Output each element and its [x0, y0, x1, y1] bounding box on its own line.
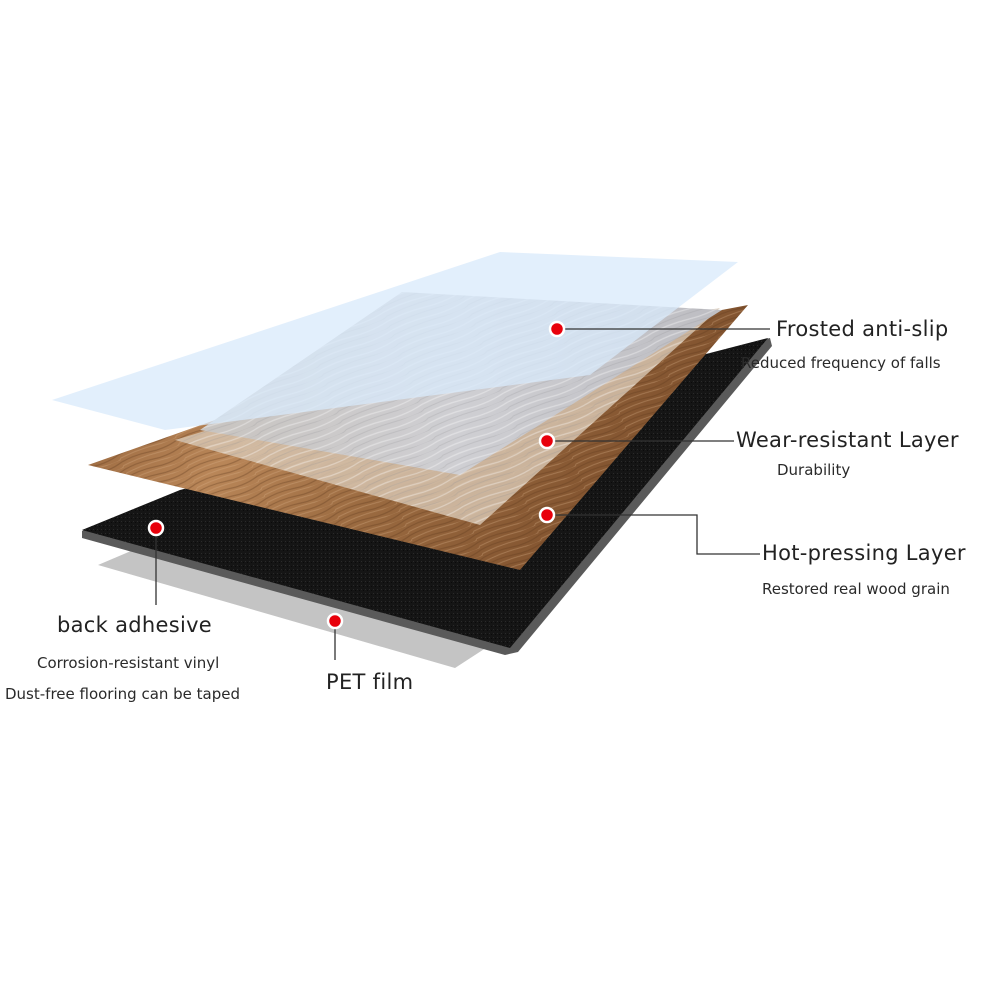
- leader-lines: [155, 328, 770, 660]
- pet-title: PET film: [326, 670, 414, 694]
- wear-title: Wear-resistant Layer: [736, 428, 959, 452]
- wear-subtitle: Durability: [777, 461, 851, 479]
- marker-adhesive: [147, 519, 165, 537]
- marker-frosted: [548, 320, 566, 338]
- marker-pet: [326, 612, 344, 630]
- adhesive-subtitle-1: Corrosion-resistant vinyl: [37, 654, 220, 672]
- adhesive-subtitle-2: Dust-free flooring can be taped: [5, 685, 241, 703]
- marker-hot: [538, 506, 556, 524]
- frosted-subtitle: Reduced frequency of falls: [741, 354, 941, 372]
- marker-dots: [147, 320, 566, 630]
- marker-wear: [538, 432, 556, 450]
- adhesive-title: back adhesive: [57, 613, 213, 637]
- pet-film-layer: [98, 545, 495, 668]
- frosted-title: Frosted anti-slip: [776, 317, 949, 341]
- hot-title: Hot-pressing Layer: [762, 541, 966, 565]
- hot-subtitle: Restored real wood grain: [762, 580, 950, 598]
- frosted-anti-slip-layer: [52, 252, 738, 430]
